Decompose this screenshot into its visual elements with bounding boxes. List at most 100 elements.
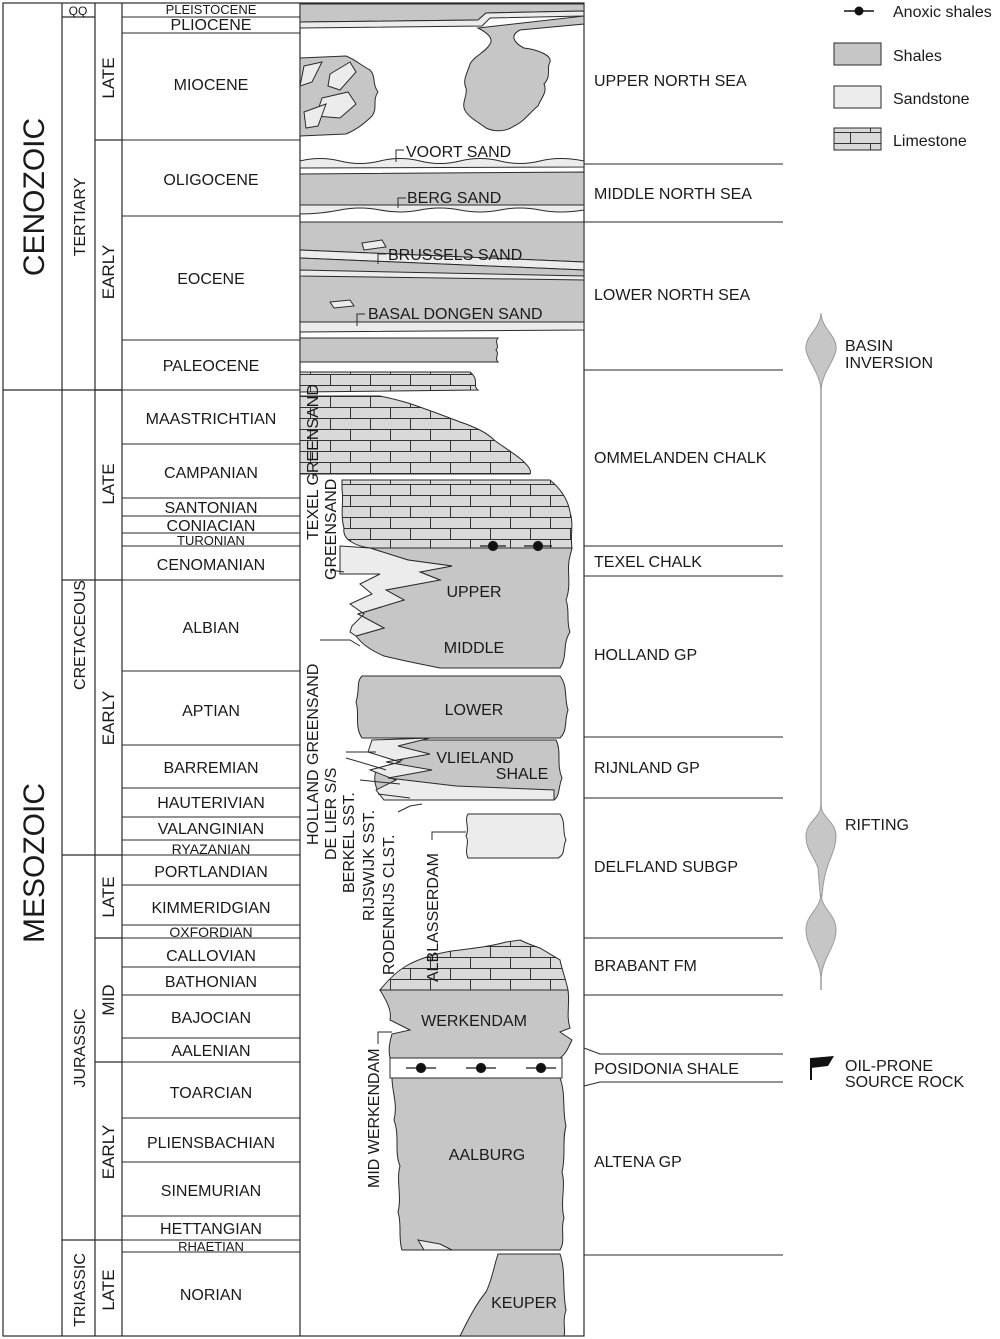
period-label-jurassic: JURASSIC: [72, 1008, 89, 1087]
sandstone-body: [299, 61, 323, 87]
subdivision-jurassic-mid: MID: [99, 984, 118, 1015]
period-label-triassic: TRIASSIC: [72, 1253, 89, 1327]
event-label-inversion: INVERSION: [845, 355, 933, 372]
subdivision-jurassic-late: LATE: [99, 876, 118, 917]
lith-label-middle: MIDDLE: [444, 640, 504, 657]
stage-label: PLEISTOCENE: [166, 2, 257, 17]
stage-label: KIMMERIDGIAN: [151, 900, 270, 917]
lith-label-basal-dongen-sand: BASAL DONGEN SAND: [368, 306, 543, 323]
lith-label-mid-werkendam: MID WERKENDAM: [366, 1048, 383, 1188]
stage-label: EOCENE: [177, 271, 245, 288]
lith-label-voort-sand: VOORT SAND: [406, 144, 511, 161]
sandstone-legend-swatch: [833, 85, 882, 109]
lith-label-lower: LOWER: [445, 702, 504, 719]
stage-label: BARREMIAN: [163, 760, 258, 777]
unit-labels: UPPER NORTH SEA MIDDLE NORTH SEA LOWER N…: [594, 73, 767, 1171]
stage-label: APTIAN: [182, 703, 240, 720]
unit-boundaries: [583, 163, 783, 1256]
lith-label-keuper: KEUPER: [491, 1295, 557, 1312]
sandstone-body: [329, 299, 355, 309]
lith-label-holland-greensand: HOLLAND GREENSAND: [305, 664, 322, 845]
lith-label-de-lier: DE LIER S/S: [323, 768, 340, 860]
era-label-mesozoic: MESOZOIC: [18, 783, 51, 943]
event-label-source-rock: SOURCE ROCK: [845, 1074, 964, 1091]
stage-label: BAJOCIAN: [171, 1010, 251, 1027]
lith-label-alblasserdam: ALBLASSERDAM: [425, 853, 442, 982]
lithology-column: [299, 3, 585, 1337]
sandstone-body: [339, 545, 453, 637]
sandstone-body: [303, 103, 327, 129]
tectonic-track: [805, 312, 837, 990]
lith-label-vlieland: VLIELAND: [436, 750, 513, 767]
lith-label-berg-sand: BERG SAND: [407, 190, 501, 207]
subdivision-cretaceous-late: LATE: [99, 463, 118, 504]
stage-labels: PLEISTOCENE PLIOCENE MIOCENE OLIGOCENE E…: [146, 2, 277, 1304]
shale-body: [459, 1253, 567, 1337]
unit-label: HOLLAND GP: [594, 647, 697, 664]
lith-label-werkendam: WERKENDAM: [421, 1013, 527, 1030]
legend-label-limestone: Limestone: [893, 133, 967, 150]
rifting-marker-upper: [805, 805, 837, 902]
period-label-cretaceous: CRETACEOUS: [72, 580, 89, 690]
shale-legend-swatch: [833, 42, 882, 66]
unit-label: POSIDONIA SHALE: [594, 1061, 739, 1078]
legend-label-shales: Shales: [893, 48, 942, 65]
lith-label-upper: UPPER: [446, 584, 501, 601]
event-label-basin: BASIN: [845, 338, 893, 355]
stage-label: TURONIAN: [177, 533, 245, 548]
period-label-qq: QQ: [69, 4, 88, 18]
sandstone-body: [367, 737, 555, 801]
lith-label-rodenrijs: RODENRIJS CLST.: [381, 835, 398, 975]
unit-label: UPPER NORTH SEA: [594, 73, 747, 90]
limestone-body: [299, 395, 531, 475]
sandstone-body: [361, 239, 387, 251]
stage-label: SINEMURIAN: [161, 1183, 261, 1200]
era-label-cenozoic: CENOZOIC: [18, 118, 51, 276]
stage-label: NORIAN: [180, 1287, 242, 1304]
lith-label-aalburg: AALBURG: [449, 1147, 525, 1164]
stage-label: HAUTERIVIAN: [157, 795, 265, 812]
stage-label: MIOCENE: [174, 77, 249, 94]
shale-body: [355, 675, 569, 739]
shale-body: [299, 337, 500, 363]
stage-boundaries: [122, 16, 300, 1253]
stage-label: OLIGOCENE: [163, 172, 258, 189]
lith-label-rijswijk: RIJSWIJK SST.: [361, 810, 378, 921]
stage-label: CAMPANIAN: [164, 465, 258, 482]
lith-label-shale: SHALE: [496, 766, 548, 783]
stage-label: RYAZANIAN: [172, 841, 251, 857]
stage-label: CONIACIAN: [167, 518, 256, 535]
event-label-oil-prone: OIL-PRONE: [845, 1058, 933, 1075]
anoxic-legend-icon: [844, 6, 874, 16]
subdivision-tertiary-early: EARLY: [99, 245, 118, 300]
basin-inversion-marker: [805, 312, 837, 389]
unit-label: MIDDLE NORTH SEA: [594, 186, 752, 203]
sandstone-body: [465, 813, 567, 859]
sandstone-body: [327, 61, 357, 91]
subdivision-tertiary-late: LATE: [99, 57, 118, 98]
legend-label-anoxic: Anoxic shales: [893, 4, 992, 21]
unit-label: ALTENA GP: [594, 1154, 682, 1171]
stage-label: PLIENSBACHIAN: [147, 1135, 275, 1152]
shale-body: [355, 547, 573, 669]
shale-body: [463, 15, 585, 132]
legend-label-sandstone: Sandstone: [893, 91, 970, 108]
stage-label: SANTONIAN: [164, 500, 257, 517]
limestone-legend-swatch: [833, 127, 882, 151]
sandstone-body: [299, 204, 585, 215]
sandstone-body: [299, 158, 585, 169]
stage-label: RHAETIAN: [178, 1239, 244, 1254]
event-label-rifting: RIFTING: [845, 817, 909, 834]
stage-label: CALLOVIAN: [166, 948, 256, 965]
lith-label-brussels-sand: BRUSSELS SAND: [388, 247, 522, 264]
stage-label: BATHONIAN: [165, 974, 257, 991]
subdivision-jurassic-early: EARLY: [99, 1125, 118, 1180]
stage-label: TOARCIAN: [170, 1085, 252, 1102]
lith-label-greensand: GREENSAND: [323, 479, 340, 580]
lith-label-texel-greensand: TEXEL GREENSAND: [305, 384, 322, 540]
anoxic-markers: [406, 540, 556, 1074]
unit-label: BRABANT FM: [594, 958, 697, 975]
unit-label: TEXEL CHALK: [594, 554, 702, 571]
unit-label: OMMELANDEN CHALK: [594, 450, 767, 467]
